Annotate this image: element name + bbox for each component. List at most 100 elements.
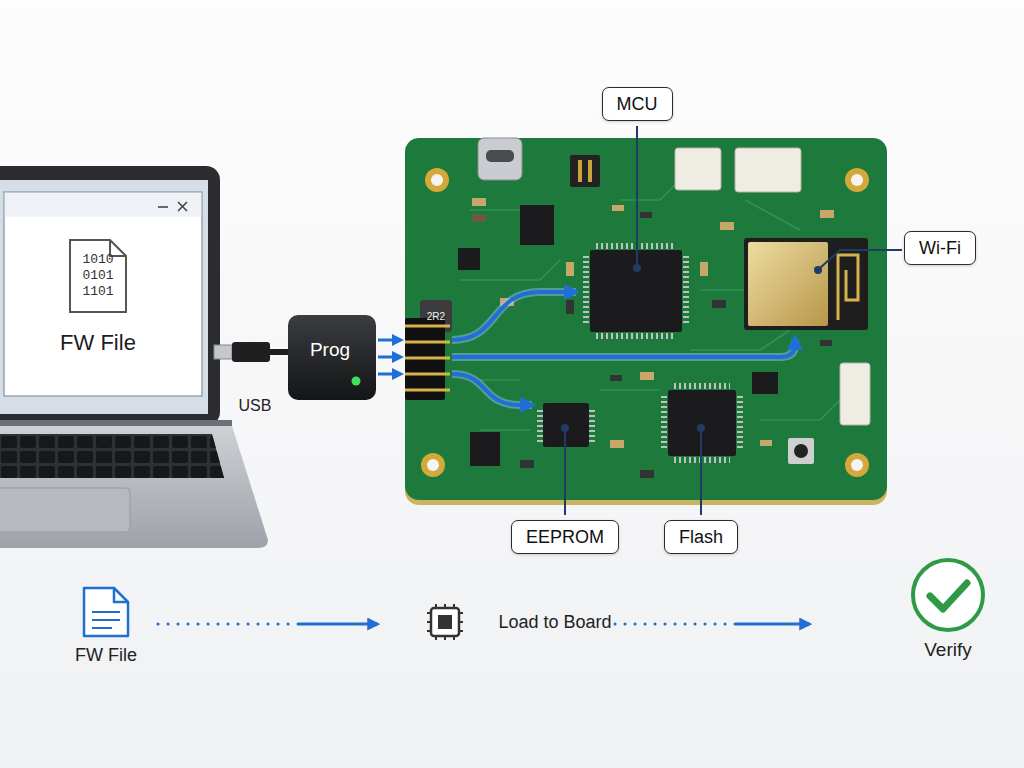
laptop-bezel: [0, 166, 220, 426]
smd-part: [566, 262, 574, 276]
flow-step: Verify: [812, 555, 1012, 667]
leader-line: [636, 126, 638, 266]
leader-dot: [633, 264, 641, 272]
app-window: 1010 0101 1101FW File: [8, 195, 200, 395]
status-led: [352, 377, 361, 386]
leader-line: [564, 430, 566, 515]
leader-dot: [561, 424, 569, 432]
callout-box: EEPROM: [511, 520, 619, 555]
document-fold: [114, 588, 128, 602]
white-connector: [735, 148, 801, 192]
data-arrow: [452, 374, 528, 405]
callout-label: MCU: [617, 94, 658, 115]
signal-arrow: [378, 339, 398, 342]
smd-part: [520, 460, 534, 468]
pcb-board: [405, 138, 887, 500]
smd-part: [472, 214, 486, 222]
mounting-hole: [845, 168, 869, 192]
callout-label: Flash: [679, 527, 723, 548]
mounting-hole: [851, 174, 863, 186]
push-button: [788, 438, 814, 464]
usb-plug-metal: [214, 345, 232, 359]
smd-part: [712, 300, 726, 308]
step-label: FW File: [75, 645, 137, 666]
title-bar: [5, 193, 202, 217]
jumper-pin: [588, 160, 592, 182]
smd-part: [472, 198, 486, 206]
mounting-hole: [425, 168, 449, 192]
smd-part: [612, 205, 624, 211]
document-lines: [92, 612, 120, 628]
usb-c-connector: [478, 138, 522, 180]
smd-part: [640, 212, 652, 218]
pcb-traces: [460, 180, 840, 430]
keyboard-keys: [0, 434, 224, 478]
arrow-glow: [452, 374, 532, 405]
check-mark: [930, 583, 967, 609]
part-marking: 2R2: [427, 311, 445, 322]
flow-arrow: [158, 623, 377, 626]
leader-line: [700, 430, 702, 515]
smd-part: [760, 440, 772, 446]
antenna-trace: [838, 255, 858, 320]
usb-plug-body: [232, 342, 270, 362]
white-connector: [840, 363, 870, 425]
mounting-hole: [851, 459, 863, 471]
callout-box: MCU: [602, 87, 673, 122]
keyboard: [0, 434, 224, 478]
callout-label: Wi-Fi: [919, 238, 961, 259]
programmer-label: Prog: [310, 339, 350, 361]
programmer-box: Prog: [288, 315, 376, 400]
small-ic: [752, 372, 778, 394]
mounting-hole: [431, 174, 443, 186]
small-ic: [520, 205, 554, 245]
leader-dot: [697, 424, 705, 432]
chip-icon: [431, 608, 459, 636]
smd-part: [700, 262, 708, 276]
mounting-hole: [845, 453, 869, 477]
arrow-glow: [452, 292, 576, 340]
step-label: Verify: [924, 639, 972, 661]
document-icon: [84, 588, 128, 636]
smd-part: [640, 470, 654, 478]
file-icon: [70, 240, 126, 312]
cable-label: USB: [239, 397, 272, 415]
flow-step: FW File: [55, 580, 155, 672]
white-connector: [675, 148, 721, 190]
smd-part: [640, 372, 654, 380]
signal-arrow: [378, 356, 398, 359]
flow-step: Load to Board: [380, 600, 612, 646]
arrow-glow: [452, 340, 795, 357]
usb-c-slot: [486, 150, 514, 162]
data-arrow: [452, 292, 572, 340]
jumper: [570, 155, 600, 187]
callout-box: Wi-Fi: [904, 231, 976, 266]
smd-part: [566, 300, 574, 314]
file-name: FW File: [60, 330, 136, 355]
callout-label: EEPROM: [526, 527, 604, 548]
wifi-module: [744, 238, 868, 330]
laptop-hinge: [0, 420, 232, 427]
trackpad: [0, 488, 130, 532]
signal-arrow: [378, 373, 398, 376]
rf-shield: [748, 242, 828, 326]
programmer-body: [288, 315, 376, 400]
close-symbol: [178, 202, 187, 211]
smd-part: [720, 222, 734, 230]
jumper-pin: [578, 160, 582, 182]
leader-line: [820, 250, 902, 268]
minimize-symbol: [158, 206, 168, 208]
mounting-hole: [427, 459, 439, 471]
laptop-base: [0, 426, 268, 548]
data-arrow: [452, 342, 795, 357]
usb-cable: [270, 349, 290, 355]
header-pins: [405, 326, 450, 390]
step-label: Load to Board: [498, 612, 611, 633]
chip-icon-core: [438, 615, 452, 629]
close-symbol: [178, 202, 187, 211]
callout-box: Flash: [664, 520, 738, 555]
